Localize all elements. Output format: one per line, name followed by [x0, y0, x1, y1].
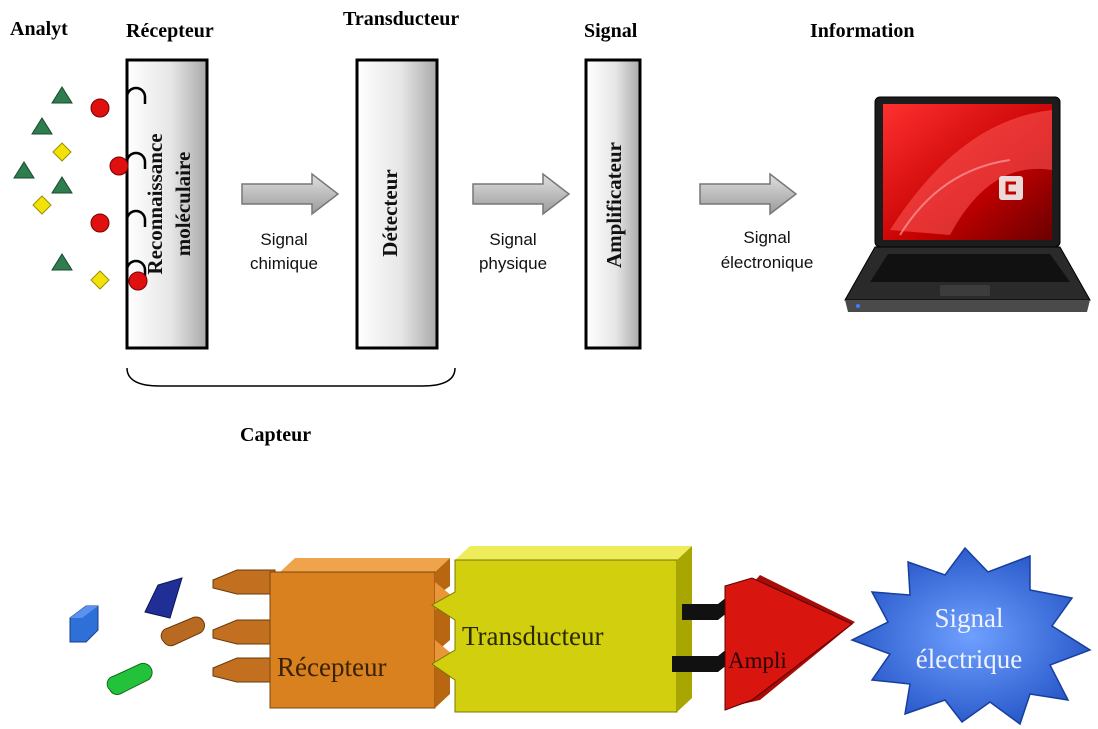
box-label-moleculaire: moléculaire	[171, 152, 195, 257]
block-label-recepteur: Récepteur	[277, 652, 386, 682]
arrow-label-line1: Signal	[743, 228, 790, 247]
receptor-site	[125, 86, 147, 104]
arrow-label-line2: chimique	[250, 254, 318, 273]
analyte-capsule	[160, 616, 205, 647]
analyte-diamond	[90, 270, 110, 290]
laptop-icon	[844, 96, 1091, 312]
analyte-wedge	[144, 577, 183, 619]
header-information: Information	[810, 20, 914, 42]
right-arrow-icon	[241, 172, 340, 216]
analyte-triangle	[31, 117, 53, 135]
connector-bars	[672, 596, 728, 672]
signal-star: Signal électrique	[850, 546, 1092, 726]
receptor-binding-sites	[212, 569, 276, 683]
block-label-transducteur: Transducteur	[462, 621, 604, 651]
arrow-chimique: Signal chimique	[241, 172, 340, 273]
right-arrow-icon	[699, 172, 798, 216]
receptor-site	[125, 209, 147, 227]
analyte-circle	[90, 213, 110, 233]
capteur-bracket	[126, 367, 456, 387]
analyte-diamond	[52, 142, 72, 162]
analyte-triangle	[51, 176, 73, 194]
recepteur-block: Récepteur	[269, 558, 452, 709]
arrow-label-line2: électronique	[721, 253, 814, 272]
recepteur-box: Reconnaissance moléculaire	[109, 58, 209, 350]
block-label-ampli: Ampli	[728, 648, 787, 673]
analyte-molecules	[13, 86, 110, 290]
transducteur-block: Transducteur	[431, 546, 692, 713]
box-label-detecteur: Détecteur	[378, 169, 402, 256]
receptor-site	[125, 151, 147, 169]
analyte-triangle	[51, 253, 73, 271]
arrow-label-line1: Signal	[260, 230, 307, 249]
header-transducteur: Transducteur	[343, 8, 459, 30]
header-analyt: Analyt	[10, 18, 68, 40]
analyte-diamond	[32, 195, 52, 215]
arrow-physique: Signal physique	[472, 172, 571, 273]
analyte-triangle	[13, 161, 35, 179]
receptor-site	[125, 259, 147, 277]
box-label-reconnaissance: Reconnaissance	[143, 133, 167, 274]
detecteur-box: Détecteur	[355, 58, 439, 350]
header-recepteur: Récepteur	[126, 20, 214, 42]
bottom-analytes	[69, 577, 205, 695]
right-arrow-icon	[472, 172, 571, 216]
bound-analyte-circle	[128, 271, 148, 291]
ampli-triangle: Ampli	[724, 575, 855, 711]
analyte-triangle	[51, 86, 73, 104]
analyte-circle	[90, 98, 110, 118]
star-label-line2: électrique	[916, 644, 1022, 674]
box-label-amplificateur: Amplificateur	[602, 142, 626, 268]
capteur-label: Capteur	[240, 424, 311, 446]
arrow-label-line2: physique	[479, 254, 547, 273]
amplificateur-box: Amplificateur	[584, 58, 642, 350]
header-signal: Signal	[584, 20, 638, 42]
bound-analyte-circle	[109, 156, 129, 176]
star-label-line1: Signal	[934, 603, 1003, 633]
arrow-label-line1: Signal	[489, 230, 536, 249]
arrow-electronique: Signal électronique	[699, 172, 814, 272]
analyte-cylinder	[106, 662, 153, 695]
